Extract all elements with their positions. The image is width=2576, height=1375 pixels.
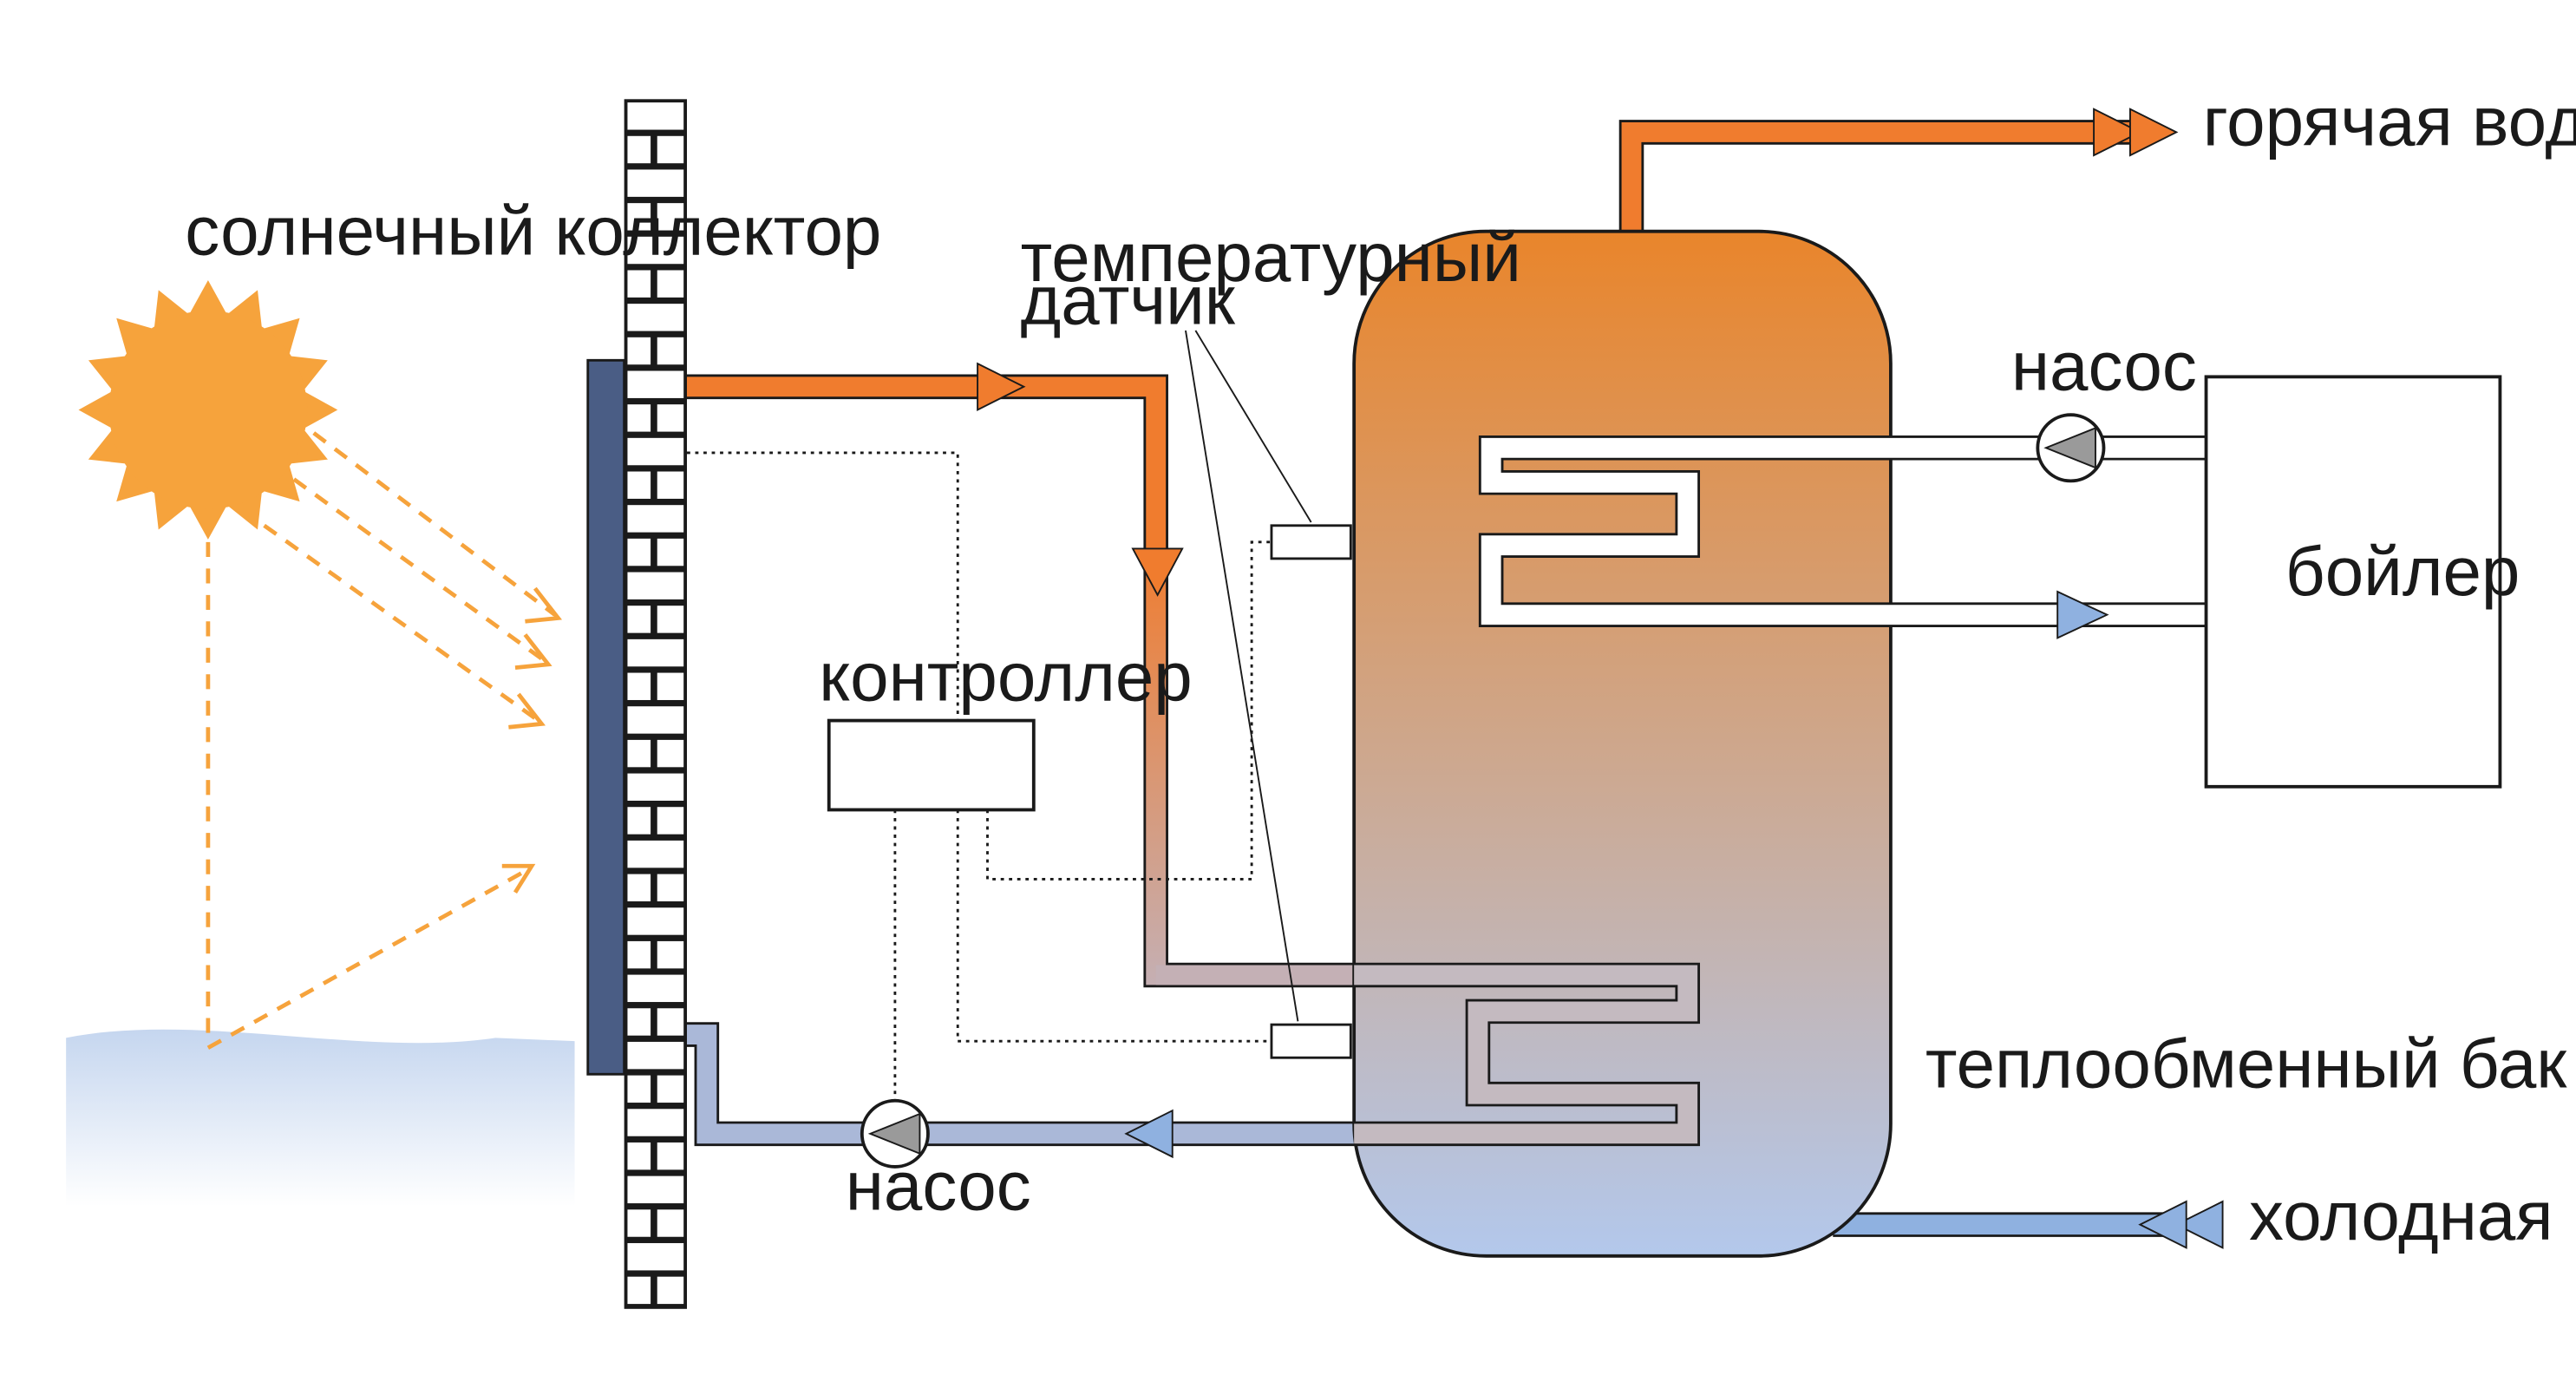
flow-arrow-icon bbox=[1124, 1109, 1174, 1159]
solar-collector-panel bbox=[586, 358, 626, 1076]
temperature-sensor-label-line2: датчик bbox=[1021, 261, 1236, 338]
pump-label-top: насос bbox=[2011, 328, 2197, 405]
pump-icon bbox=[860, 1098, 930, 1169]
temperature-sensor-label-line1: температурный bbox=[1021, 219, 1521, 296]
sensor-callout-lines bbox=[1185, 330, 1312, 1022]
sun-icon bbox=[73, 275, 343, 545]
ground-surface bbox=[66, 1029, 575, 1207]
sun-rays bbox=[206, 431, 557, 1050]
temperature-sensor-bottom bbox=[1270, 1023, 1352, 1059]
flow-arrow-icon bbox=[2138, 1200, 2187, 1249]
flow-arrow-icon bbox=[2093, 108, 2142, 157]
boiler-label: бойлер bbox=[2285, 533, 2520, 610]
flow-arrow-icon bbox=[2174, 1200, 2224, 1249]
hot-water-label: горячая вода bbox=[2203, 83, 2576, 160]
pump-label-bottom: насос bbox=[846, 1147, 1031, 1224]
controller-label: контроллер bbox=[819, 638, 1192, 716]
flow-arrow-icon bbox=[2129, 108, 2179, 157]
pump-icon bbox=[2036, 413, 2106, 483]
flow-arrow-icon bbox=[2056, 590, 2109, 639]
flow-arrow-icon bbox=[977, 362, 1026, 411]
flow-arrow-icon bbox=[1131, 547, 1184, 597]
ray-arrowheads bbox=[501, 586, 563, 894]
solar-collector-label: солнечный коллектор bbox=[185, 192, 881, 269]
signal-wires bbox=[687, 451, 1272, 1101]
flow-arrows bbox=[977, 108, 2224, 1249]
heat-exchange-tank-label: теплообменный бак bbox=[1925, 1025, 2567, 1102]
controller-box bbox=[827, 718, 1036, 812]
temperature-sensor-top bbox=[1270, 524, 1352, 560]
boiler-box bbox=[2204, 375, 2502, 789]
hot-water-outlet-pipe bbox=[1618, 120, 2134, 232]
brick-wall-icon bbox=[624, 99, 687, 1309]
cold-water-label: холодная вода bbox=[2249, 1177, 2576, 1254]
